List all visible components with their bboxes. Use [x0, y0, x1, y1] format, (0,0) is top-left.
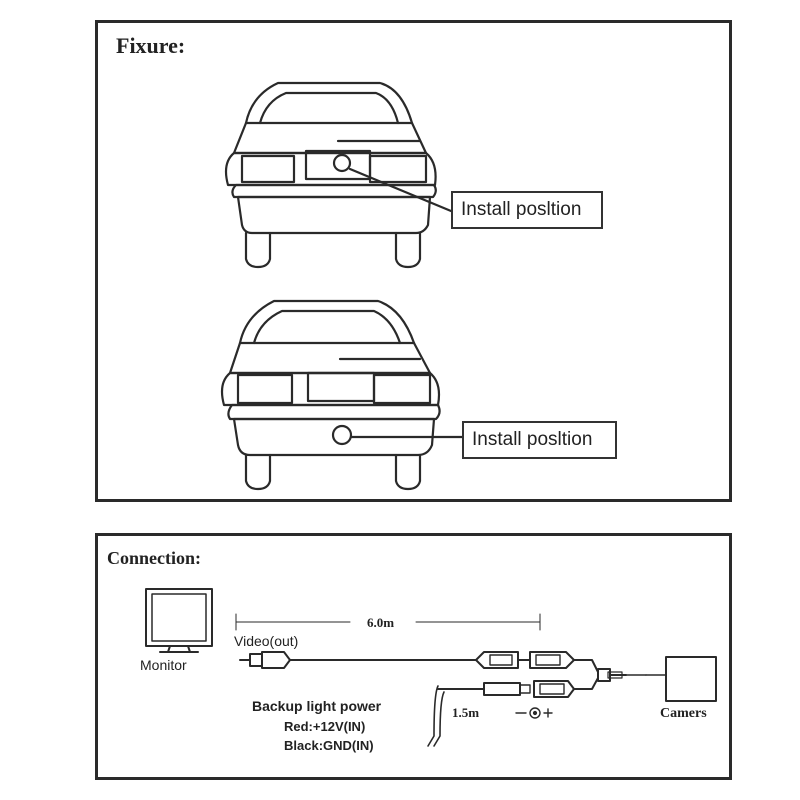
video-out-label: Video(out) — [234, 633, 299, 649]
black-wire-label: Black:GND(IN) — [284, 738, 374, 753]
video-rca-plug-left — [239, 651, 291, 669]
power-connector — [437, 680, 575, 698]
install-position-callout-1: Install posltion — [451, 191, 603, 229]
monitor-label: Monitor — [140, 657, 187, 673]
cable-length-label: 6.0m — [367, 615, 395, 630]
video-rca-connector-mid — [475, 651, 575, 669]
backup-light-wires — [427, 685, 445, 747]
fixure-title: Fixure: — [116, 33, 186, 58]
dc-jack-icon — [515, 707, 553, 719]
car-illustrations — [220, 81, 464, 491]
short-cable-length-label: 1.5m — [452, 705, 480, 720]
wiring-diagram — [145, 588, 717, 747]
install-position-callout-2: Install posltion — [462, 421, 617, 459]
red-wire-label: Red:+12V(IN) — [284, 719, 366, 734]
fixure-panel: Fixure: — [95, 20, 732, 502]
monitor-icon — [145, 588, 213, 653]
camera-cable — [573, 659, 647, 690]
backup-light-power-label: Backup light power — [252, 698, 382, 714]
cable-length-indicator — [235, 613, 541, 631]
camera-box — [665, 656, 717, 702]
car-rear-view-1 — [224, 81, 453, 269]
connection-panel: Connection: — [95, 533, 732, 780]
camera-label: Camers — [660, 706, 707, 721]
connection-title: Connection: — [107, 548, 201, 568]
car-rear-view-2 — [220, 299, 464, 491]
